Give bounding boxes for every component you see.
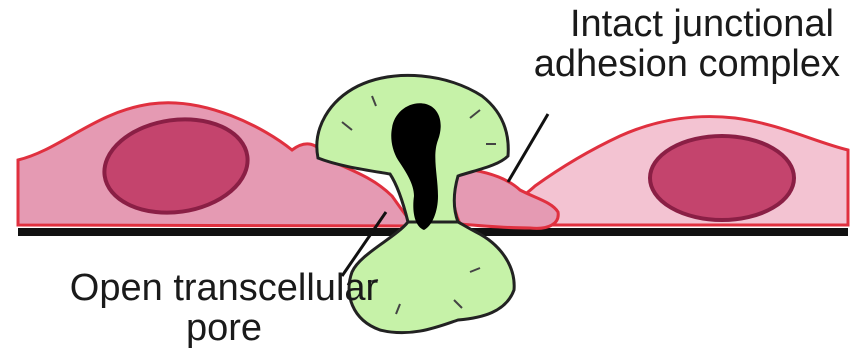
- junction-pointer: [508, 114, 548, 182]
- pore-label-line1: Open transcellular: [4, 268, 444, 308]
- junction-label-line1: Intact junctional: [0, 4, 834, 44]
- right-nucleus: [650, 136, 794, 220]
- junction-label: Intact junctional adhesion complex: [0, 4, 840, 84]
- pore-label: Open transcellular pore: [4, 268, 444, 348]
- pore-label-line2: pore: [4, 308, 444, 348]
- junction-label-line2: adhesion complex: [0, 44, 840, 84]
